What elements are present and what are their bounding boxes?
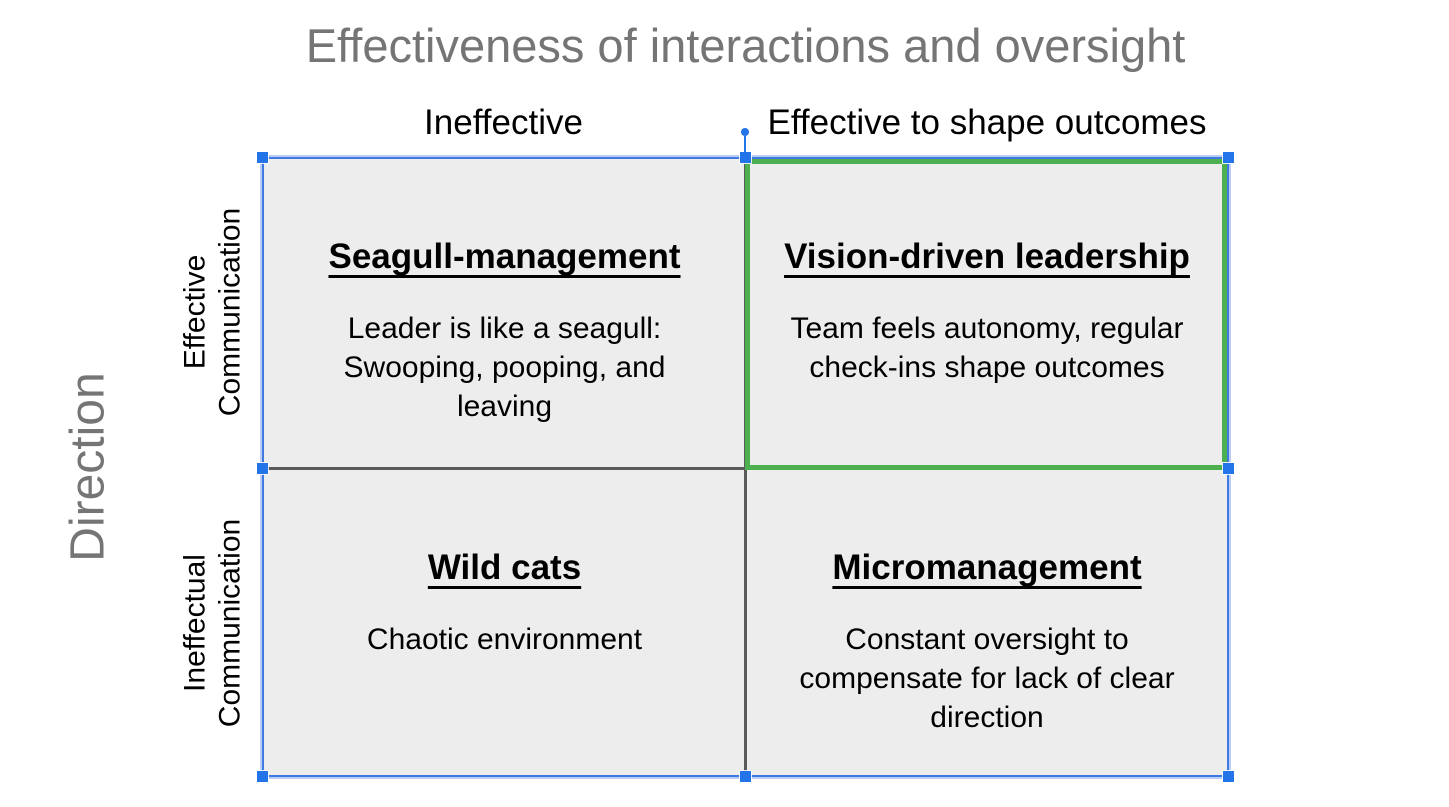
quadrant-vision-driven-leadership[interactable]: Vision-driven leadership Team feels auto…	[747, 159, 1227, 467]
quadrant-seagull-management[interactable]: Seagull-management Leader is like a seag…	[264, 159, 745, 467]
x-axis-label-ineffective[interactable]: Ineffective	[424, 103, 583, 142]
quadrant-description: Constant oversight to compensate for lac…	[799, 623, 1175, 734]
resize-handle-nw[interactable]	[257, 152, 268, 163]
row-label-line: Ineffectual	[178, 554, 212, 692]
row-label-ineffectual-communication[interactable]: Ineffectual Communication	[179, 519, 248, 727]
row-label-line: Effective	[178, 254, 212, 370]
row-label-line: Communication	[213, 207, 246, 417]
quadrant-title: Micromanagement	[832, 548, 1142, 587]
quadrant-description: Chaotic environment	[366, 623, 643, 656]
resize-handle-w[interactable]	[257, 463, 268, 474]
rotate-handle-stem	[744, 136, 746, 153]
rotate-handle[interactable]	[741, 128, 749, 136]
row-label-line: Communication	[213, 518, 246, 728]
quadrant-micromanagement[interactable]: Micromanagement Constant oversight to co…	[747, 470, 1227, 775]
resize-handle-se[interactable]	[1223, 771, 1234, 782]
quadrant-description: Team feels autonomy, regular check-ins s…	[790, 312, 1184, 384]
x-axis-label-effective-to-shape-outcomes[interactable]: Effective to shape outcomes	[767, 103, 1207, 142]
resize-handle-n[interactable]	[740, 152, 751, 163]
quadrant-description: Leader is like a seagull: Swooping, poop…	[343, 312, 666, 423]
diagram-title[interactable]: Effectiveness of interactions and oversi…	[305, 19, 1186, 72]
row-label-effective-communication[interactable]: Effective Communication	[179, 208, 248, 416]
resize-handle-sw[interactable]	[257, 771, 268, 782]
resize-handle-s[interactable]	[740, 771, 751, 782]
quadrant-title: Seagull-management	[328, 237, 681, 276]
resize-handle-e[interactable]	[1223, 463, 1234, 474]
matrix-2x2[interactable]: Seagull-management Leader is like a seag…	[262, 157, 1229, 777]
quadrant-title: Vision-driven leadership	[784, 237, 1190, 276]
quadrant-wild-cats[interactable]: Wild cats Chaotic environment	[264, 470, 745, 775]
resize-handle-ne[interactable]	[1223, 152, 1234, 163]
quadrant-title: Wild cats	[427, 548, 582, 587]
y-axis-label-direction[interactable]: Direction	[61, 372, 115, 562]
